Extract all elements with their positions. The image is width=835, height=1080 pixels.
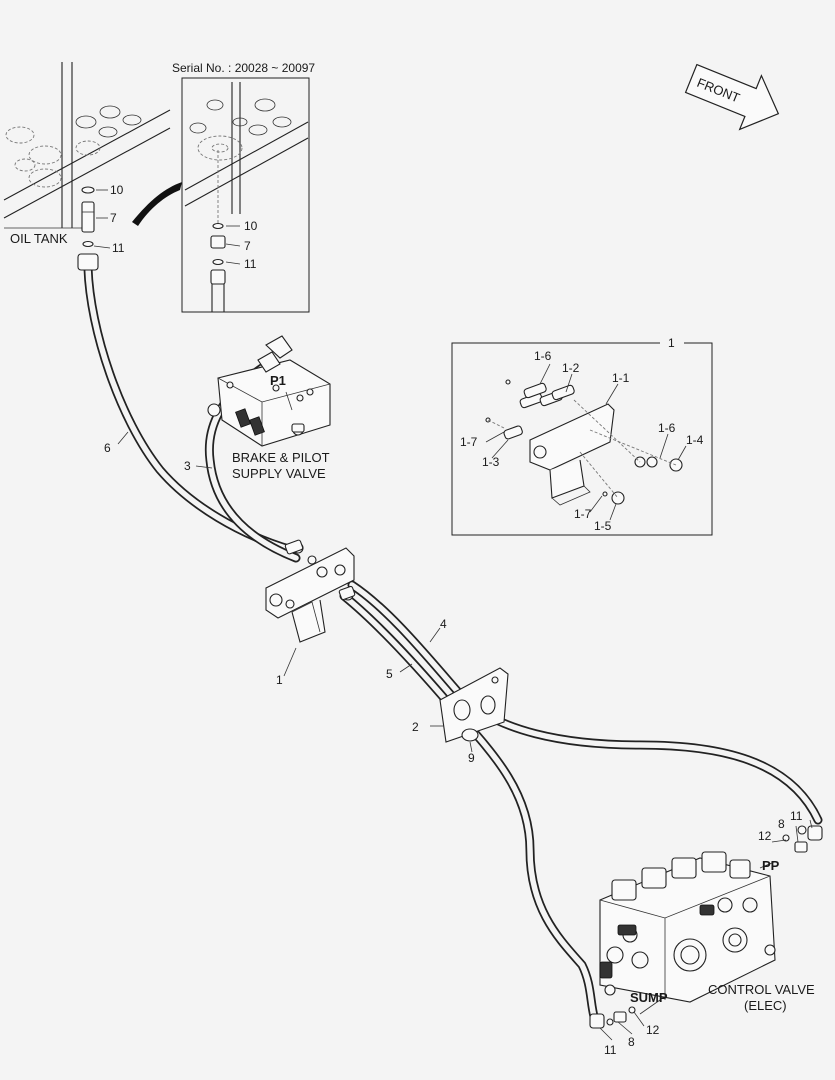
callout-detail-1-7b: 1-7	[574, 507, 592, 521]
callout-inset-7: 7	[244, 239, 251, 253]
callout-detail-1-4: 1-4	[686, 433, 704, 447]
hose-4	[347, 580, 823, 825]
brake-pilot-supply-valve	[207, 335, 331, 447]
port-pp-label: PP	[762, 858, 780, 873]
front-arrow	[684, 63, 780, 131]
callout-sump-11: 11	[604, 1043, 617, 1057]
serial-caption: Serial No. : 20028 ~ 20097	[172, 61, 315, 75]
pp-fittings	[782, 825, 823, 853]
callout-pp-8: 8	[778, 817, 785, 831]
callout-detail-1-3: 1-3	[482, 455, 500, 469]
callout-inset-10: 10	[244, 219, 258, 233]
callout-pp-11: 11	[790, 809, 803, 823]
tank-hose-end	[77, 253, 99, 271]
callout-detail-1: 1	[668, 336, 675, 350]
callout-sump-8: 8	[628, 1035, 635, 1049]
callout-detail-1-5: 1-5	[594, 519, 612, 533]
port-p1-label: P1	[270, 373, 286, 388]
detail-pointer-arrow	[132, 182, 182, 226]
callout-grommet-9: 9	[468, 751, 475, 765]
callout-hose-6: 6	[104, 441, 111, 455]
callout-detail-1-6b: 1-6	[658, 421, 676, 435]
detail-box-1	[451, 342, 713, 536]
control-valve-label-1: CONTROL VALVE	[708, 982, 815, 997]
leader-lines	[117, 363, 813, 1041]
callout-tank-10: 10	[110, 183, 124, 197]
bulkhead-plate-2	[439, 667, 509, 743]
hose-bracket-1	[265, 539, 356, 643]
brake-valve-label-2: SUPPLY VALVE	[232, 466, 326, 481]
callout-tank-11: 11	[112, 241, 125, 255]
callout-sump-12: 12	[646, 1023, 660, 1037]
hose-5	[339, 591, 600, 1025]
port-sump-label: SUMP	[630, 990, 668, 1005]
callout-detail-1-6a: 1-6	[534, 349, 552, 363]
sump-fittings	[589, 1006, 636, 1029]
callout-tank-7: 7	[110, 211, 117, 225]
callout-detail-1-1: 1-1	[612, 371, 630, 385]
callout-hose-5: 5	[386, 667, 393, 681]
callout-detail-1-7a: 1-7	[460, 435, 478, 449]
control-valve-label-2: (ELEC)	[744, 998, 787, 1013]
callout-plate-2: 2	[412, 720, 419, 734]
callout-inset-11: 11	[244, 257, 257, 271]
callout-hose-4: 4	[440, 617, 447, 631]
serial-inset	[181, 77, 310, 313]
callout-bracket-1: 1	[276, 673, 283, 687]
callout-pp-12: 12	[758, 829, 772, 843]
callout-detail-1-2: 1-2	[562, 361, 580, 375]
control-valve	[599, 851, 776, 1003]
oil-tank-label: OIL TANK	[10, 231, 68, 246]
brake-valve-label-1: BRAKE & PILOT	[232, 450, 330, 465]
callout-hose-3: 3	[184, 459, 191, 473]
